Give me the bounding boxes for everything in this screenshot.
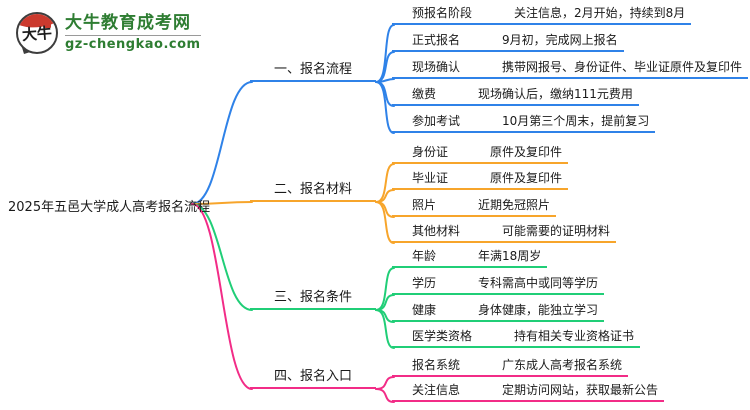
leaf-node: 健康 身体健康，能独立学习 bbox=[392, 299, 605, 322]
logo-divider bbox=[65, 35, 201, 37]
node-key: 关注信息 bbox=[412, 383, 461, 397]
leaf-node: 参加考试 10月第三个周末，提前复习 bbox=[392, 110, 656, 133]
node-key: 年龄 bbox=[412, 249, 437, 263]
node-value: 定期访问网站，获取最新公告 bbox=[502, 383, 659, 397]
node-value: 身体健康，能独立学习 bbox=[478, 303, 599, 317]
node-key: 医学类资格 bbox=[412, 329, 473, 343]
leaf-node: 毕业证 原件及复印件 bbox=[392, 167, 569, 190]
connector-root-branch3 bbox=[191, 203, 253, 311]
node-key: 照片 bbox=[412, 198, 437, 212]
logo-circle: 大牛 bbox=[16, 12, 58, 54]
leaf-node: 医学类资格 持有相关专业资格证书 bbox=[392, 325, 641, 348]
root-node: 2025年五邑大学成人高考报名流程 bbox=[8, 200, 211, 215]
leaf-node: 学历 专科需高中或同等学历 bbox=[392, 272, 605, 295]
node-value: 可能需要的证明材料 bbox=[502, 224, 611, 238]
leaf-node: 身份证 原件及复印件 bbox=[392, 141, 569, 164]
node-value: 原件及复印件 bbox=[490, 145, 563, 159]
node-value: 现场确认后，缴纳111元费用 bbox=[478, 87, 633, 101]
site-name: 大牛教育成考网 bbox=[65, 12, 191, 33]
node-value: 持有相关专业资格证书 bbox=[514, 329, 635, 343]
node-value: 专科需高中或同等学历 bbox=[478, 276, 599, 290]
leaf-node: 缴费 现场确认后，缴纳111元费用 bbox=[392, 83, 639, 106]
site-logo-text: 大牛教育成考网 gz-chengkao.com bbox=[65, 12, 201, 53]
connector-b2-leaf4 bbox=[375, 201, 395, 244]
leaf-node: 报名系统 广东成人高考报名系统 bbox=[392, 354, 629, 377]
node-value: 广东成人高考报名系统 bbox=[502, 358, 623, 372]
site-logo-bull-icon: 大牛 bbox=[16, 12, 58, 61]
node-key: 现场确认 bbox=[412, 60, 461, 74]
connector-root-branch1 bbox=[191, 81, 253, 205]
node-key: 毕业证 bbox=[412, 171, 449, 185]
node-key: 其他材料 bbox=[412, 224, 461, 238]
node-value: 原件及复印件 bbox=[490, 171, 563, 185]
leaf-node: 现场确认 携带网报号、身份证件、毕业证原件及复印件 bbox=[392, 56, 749, 79]
branch-label-materials: 二、报名材料 bbox=[250, 180, 376, 202]
branch-label-process: 一、报名流程 bbox=[250, 60, 376, 82]
node-value: 10月第三个周末，提前复习 bbox=[502, 114, 650, 128]
branch-label-entrance: 四、报名入口 bbox=[250, 367, 376, 389]
node-key: 参加考试 bbox=[412, 114, 461, 128]
leaf-node: 关注信息 定期访问网站，获取最新公告 bbox=[392, 379, 665, 402]
node-key: 正式报名 bbox=[412, 33, 461, 47]
site-logo: 大牛 大牛教育成考网 gz-chengkao.com bbox=[16, 12, 201, 61]
branch-label-conditions: 三、报名条件 bbox=[250, 288, 376, 310]
node-value: 年满18周岁 bbox=[478, 249, 542, 263]
leaf-node: 年龄 年满18周岁 bbox=[392, 245, 548, 268]
node-key: 学历 bbox=[412, 276, 437, 290]
leaf-node: 正式报名 9月初，完成网上报名 bbox=[392, 29, 624, 52]
connector-root-branch2 bbox=[191, 201, 253, 205]
connector-b4-leaf2 bbox=[375, 388, 395, 403]
site-domain: gz-chengkao.com bbox=[65, 37, 201, 53]
node-value: 9月初，完成网上报名 bbox=[502, 33, 618, 47]
node-key: 缴费 bbox=[412, 87, 437, 101]
connector-root-branch4 bbox=[191, 203, 253, 390]
leaf-node: 预报名阶段 关注信息，2月开始，持续到8月 bbox=[392, 2, 692, 25]
logo-badge-text: 大牛 bbox=[21, 23, 53, 45]
node-value: 关注信息，2月开始，持续到8月 bbox=[514, 6, 686, 20]
node-value: 携带网报号、身份证件、毕业证原件及复印件 bbox=[502, 60, 743, 74]
node-key: 报名系统 bbox=[412, 358, 461, 372]
node-key: 预报名阶段 bbox=[412, 6, 473, 20]
leaf-node: 其他材料 可能需要的证明材料 bbox=[392, 220, 617, 243]
leaf-node: 照片 近期免冠照片 bbox=[392, 194, 557, 217]
node-value: 近期免冠照片 bbox=[478, 198, 551, 212]
connector-b3-leaf4 bbox=[375, 309, 395, 349]
logo-seal-icon bbox=[44, 21, 51, 28]
node-key: 身份证 bbox=[412, 145, 449, 159]
connector-b1-leaf5 bbox=[375, 81, 395, 134]
node-key: 健康 bbox=[412, 303, 437, 317]
